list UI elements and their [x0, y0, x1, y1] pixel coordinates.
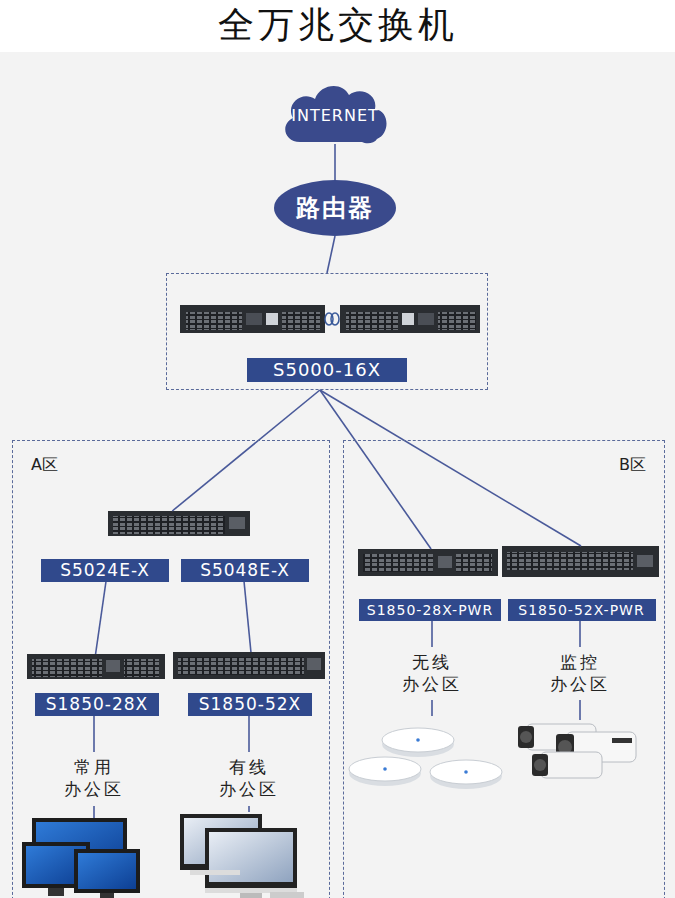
model-band: S1850-52X-PWR	[508, 599, 656, 621]
switch-node: S1850-52X-PWR	[501, 546, 662, 621]
switch-image	[502, 546, 659, 577]
area-label: 有线 办公区	[216, 756, 282, 800]
monitor-picture	[22, 818, 140, 898]
access-point-picture	[349, 728, 502, 789]
switch-node: S1850-52X	[172, 652, 328, 716]
switch-node: S5024E-X S5048E-X	[39, 511, 311, 582]
zone-heading: A区	[31, 455, 311, 476]
switch-image	[180, 305, 480, 333]
area-label: 无线 办公区	[399, 651, 465, 695]
model-band: S5000-16X	[247, 358, 407, 382]
connector-line	[327, 236, 335, 273]
connector-line	[96, 582, 106, 654]
area-label: 监控 办公区	[547, 651, 613, 695]
core-group-box: S5000-16X	[166, 273, 488, 390]
switch-image	[108, 511, 250, 536]
cloud-shape: INTERNET	[280, 82, 390, 144]
switch-image	[27, 654, 165, 679]
model-band: S5048E-X	[181, 559, 309, 582]
leader-line	[94, 619, 580, 818]
connector-line	[244, 582, 251, 652]
model-band: S1850-52X	[188, 693, 312, 716]
switch-image	[173, 652, 325, 679]
model-band: S5024E-X	[41, 559, 169, 582]
computer-picture	[180, 814, 304, 898]
area-label: 常用 办公区	[61, 756, 127, 800]
node-label: INTERNET	[291, 106, 379, 125]
zone-heading: B区	[362, 455, 646, 476]
connector-line	[320, 390, 431, 549]
zone-box: A区 S5024E-X S5048E-X S1850-28X S1850-52X	[12, 440, 330, 898]
node-label: 路由器	[296, 192, 374, 224]
switch-node: S1850-28X-PWR	[353, 549, 507, 621]
model-band: S1850-28X-PWR	[359, 599, 501, 621]
model-band: S1850-28X	[35, 693, 159, 716]
connector-line	[320, 390, 581, 546]
zone-box: B区 S1850-28X-PWR S1850-52X-PWR	[343, 440, 665, 898]
switch-image	[358, 549, 498, 576]
connector-line	[172, 390, 320, 511]
router-ellipse: 路由器	[274, 180, 396, 236]
switch-node: S1850-28X	[26, 654, 168, 716]
page-title: 全万兆交换机	[0, 2, 675, 48]
connector-line	[334, 144, 336, 180]
camera-picture	[518, 724, 636, 778]
